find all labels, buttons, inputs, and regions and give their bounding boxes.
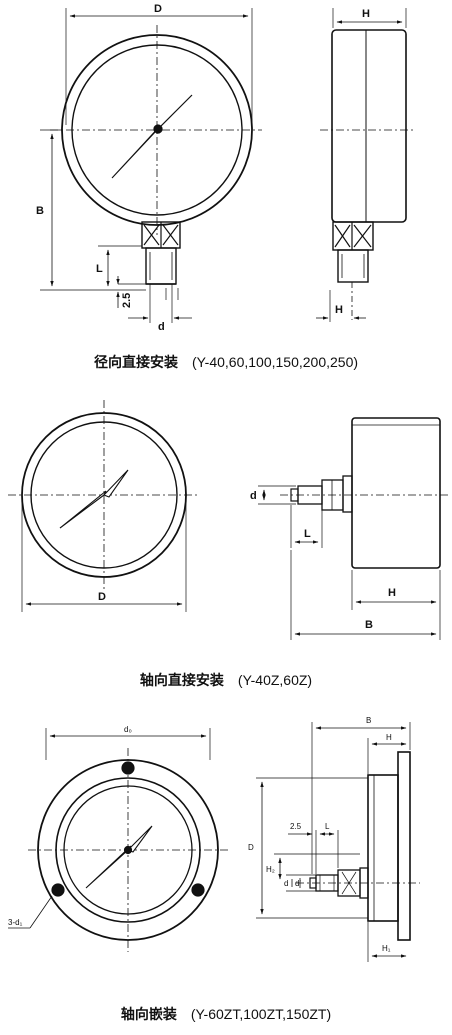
dim-H: H	[386, 733, 392, 742]
dim-d0: d₀	[124, 725, 132, 734]
radial-mount-side-view	[316, 8, 414, 322]
needle-icon	[59, 469, 129, 529]
dim-2.5: 2.5	[290, 822, 302, 831]
axial-mount-front-view	[8, 400, 200, 612]
dim-D: D	[154, 3, 162, 15]
section-title: 轴向嵌装	[120, 1007, 177, 1023]
flush-mount-front-view	[8, 728, 228, 952]
model-list: (Y-40Z,60Z)	[237, 672, 313, 688]
dim-B: B	[366, 716, 371, 725]
needle-icon	[111, 94, 193, 179]
dim-2.5: 2.5	[121, 293, 133, 308]
flush-mount-side-view	[256, 722, 420, 962]
dim-B: B	[365, 619, 373, 631]
dim-L: L	[304, 528, 311, 540]
dim-D: D	[98, 591, 106, 603]
axial-mount-side-view	[258, 417, 448, 640]
caption-axial-mount: 轴向直接安装 (Y-40Z,60Z)	[0, 670, 452, 690]
section-title: 轴向直接安装	[139, 673, 224, 689]
dim-L: L	[325, 822, 330, 831]
model-list: (Y-40,60,100,150,200,250)	[191, 354, 359, 370]
caption-flush-mount: 轴向嵌装 (Y-60ZT,100ZT,150ZT)	[0, 1004, 452, 1024]
radial-mount-front-view	[40, 8, 262, 323]
dim-d: d	[284, 879, 288, 888]
dim-H2: H₂	[266, 865, 275, 874]
mounting-hole-icon	[51, 761, 205, 897]
dim-H: H	[388, 587, 396, 599]
dim-d: d	[158, 321, 165, 333]
dim-H-bottom: H	[335, 304, 343, 316]
caption-radial-mount: 径向直接安装 (Y-40,60,100,150,200,250)	[0, 352, 452, 372]
dim-d: d	[250, 490, 257, 502]
dim-H1: H₁	[382, 944, 391, 953]
dim-H: H	[362, 8, 370, 20]
dim-B: B	[36, 205, 44, 217]
model-list: (Y-60ZT,100ZT,150ZT)	[190, 1006, 332, 1022]
needle-icon	[85, 825, 153, 889]
section-title: 径向直接安装	[93, 355, 178, 371]
dim-3-d1: 3-d₁	[8, 918, 23, 927]
dim-L: L	[96, 263, 103, 275]
dim-d-prime: d'	[295, 879, 301, 888]
dim-D: D	[248, 843, 254, 852]
